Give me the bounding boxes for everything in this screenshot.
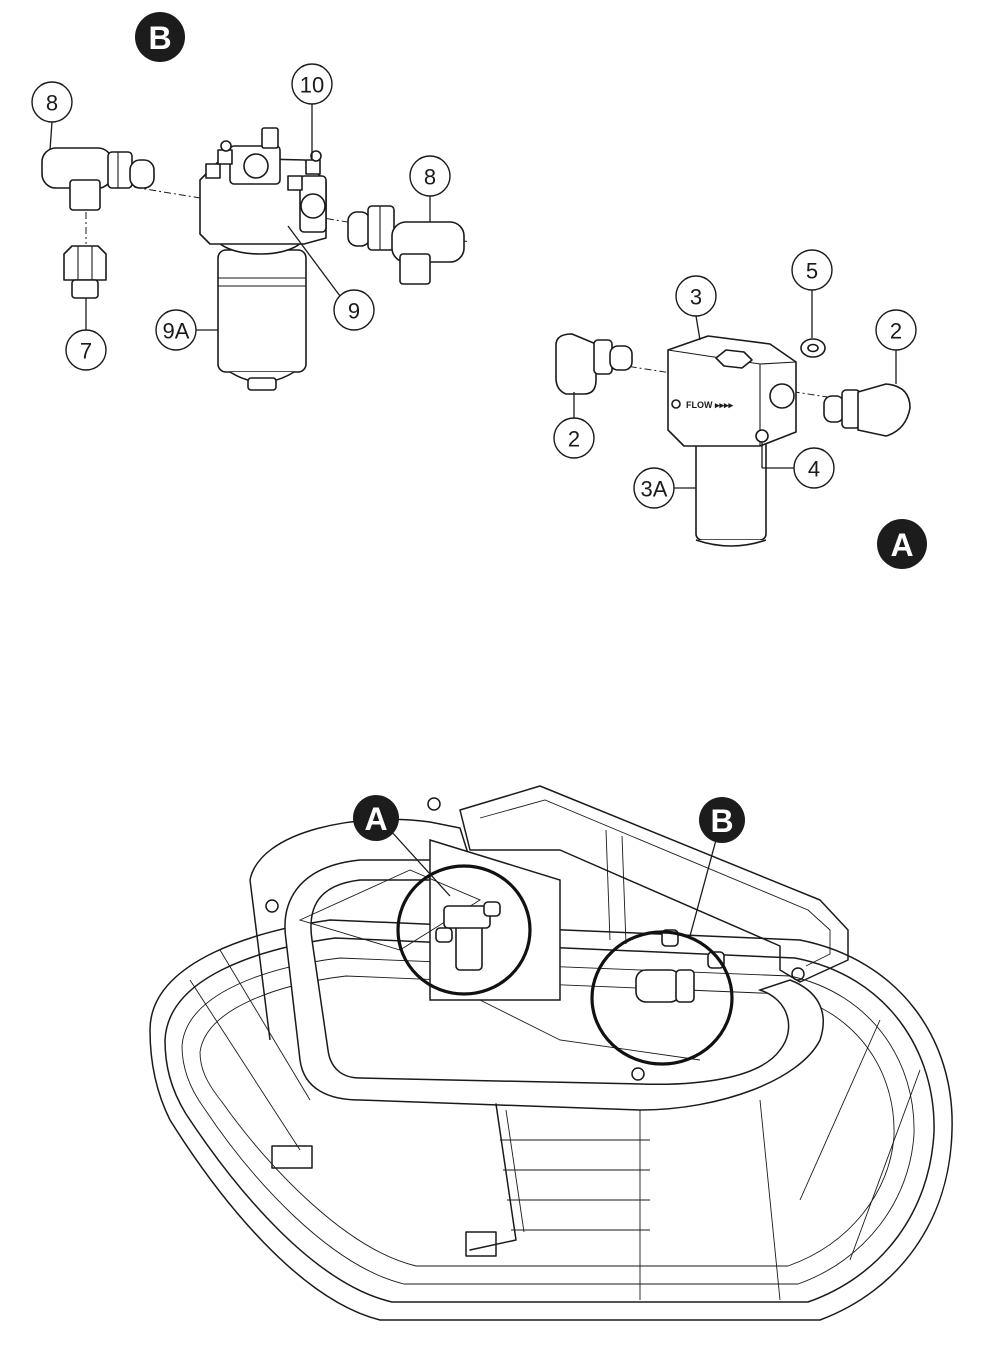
svg-text:A: A	[364, 801, 387, 837]
detail-view-a-badge: A	[877, 519, 927, 569]
b-right-tee-fitting	[347, 205, 465, 285]
callout-a-port-plug: 4	[761, 442, 835, 489]
svg-text:3: 3	[690, 285, 702, 310]
svg-text:8: 8	[424, 165, 436, 190]
svg-text:2: 2	[890, 319, 902, 344]
callout-b-filter-head: 9	[287, 225, 375, 331]
a-left-elbow	[555, 333, 633, 395]
overview-machine-frame	[149, 785, 953, 1321]
callout-b-plug: 7	[65, 298, 107, 371]
callout-a-filter-element: 3A	[633, 467, 696, 509]
detail-view-b-label: B	[148, 20, 171, 56]
detail-view-a-label: A	[890, 527, 913, 563]
callout-a-filter-head: 3	[675, 275, 717, 341]
callout-a-washer: 5	[791, 249, 833, 338]
overview-filter-b	[635, 929, 725, 1003]
a-flow-marking: FLOW ▸▸▸▸	[686, 400, 734, 410]
svg-text:7: 7	[80, 339, 92, 364]
callout-b-right-tee: 8	[409, 155, 451, 222]
callout-b-filter-bolt: 10	[291, 63, 333, 158]
a-right-elbow	[823, 383, 911, 437]
callout-b-filter-element: 9A	[155, 309, 218, 351]
svg-text:5: 5	[806, 259, 818, 284]
overview-filter-a	[435, 901, 501, 971]
svg-text:10: 10	[300, 73, 324, 98]
svg-text:B: B	[710, 803, 733, 839]
svg-text:9A: 9A	[163, 319, 190, 344]
svg-text:2: 2	[568, 427, 580, 452]
a-washer	[800, 338, 826, 358]
svg-text:8: 8	[46, 91, 58, 116]
callout-a-right-elbow: 2	[875, 309, 917, 384]
svg-text:9: 9	[348, 299, 360, 324]
overview-locator-b: B	[590, 797, 745, 1066]
svg-text:3A: 3A	[641, 477, 668, 502]
overview-locator-a: A	[353, 795, 532, 996]
b-filter-assembly	[199, 127, 327, 391]
b-left-tee-fitting	[41, 147, 155, 211]
svg-text:4: 4	[808, 457, 820, 482]
b-plug	[63, 245, 107, 299]
detail-view-b-badge: B	[135, 12, 185, 62]
callout-b-left-tee: 8	[31, 81, 73, 151]
a-filter-assembly: FLOW ▸▸▸▸	[667, 335, 797, 547]
callout-a-left-elbow: 2	[553, 392, 595, 459]
